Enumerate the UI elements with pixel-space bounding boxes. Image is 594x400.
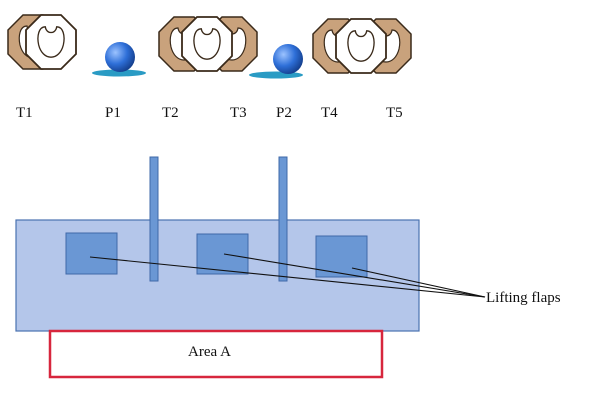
gripper-group-t2-t3 <box>158 16 258 72</box>
lifting-flap <box>65 232 118 275</box>
label-t2: T2 <box>162 105 179 121</box>
label-t3: T3 <box>230 105 247 121</box>
gripper-icon <box>181 16 233 72</box>
vertical-rod <box>278 156 288 282</box>
label-t5: T5 <box>386 105 403 121</box>
gripper-group-t4-t5 <box>312 18 412 74</box>
label-t4: T4 <box>321 105 338 121</box>
lifting-flaps-label: Lifting flaps <box>486 290 561 306</box>
gripper-icon <box>25 14 77 70</box>
gripper-group-t1 <box>7 14 77 70</box>
lifting-flap <box>196 233 249 275</box>
leader-lines <box>89 253 486 298</box>
ball-icon-p2 <box>249 44 303 79</box>
area-a-label: Area A <box>188 344 231 360</box>
area-a-box <box>48 329 384 379</box>
label-p1: P1 <box>105 105 121 121</box>
gripper-icon <box>335 18 387 74</box>
label-p2: P2 <box>276 105 292 121</box>
label-t1: T1 <box>16 105 33 121</box>
vertical-rod <box>149 156 159 282</box>
ball-icon-p1 <box>92 42 146 77</box>
